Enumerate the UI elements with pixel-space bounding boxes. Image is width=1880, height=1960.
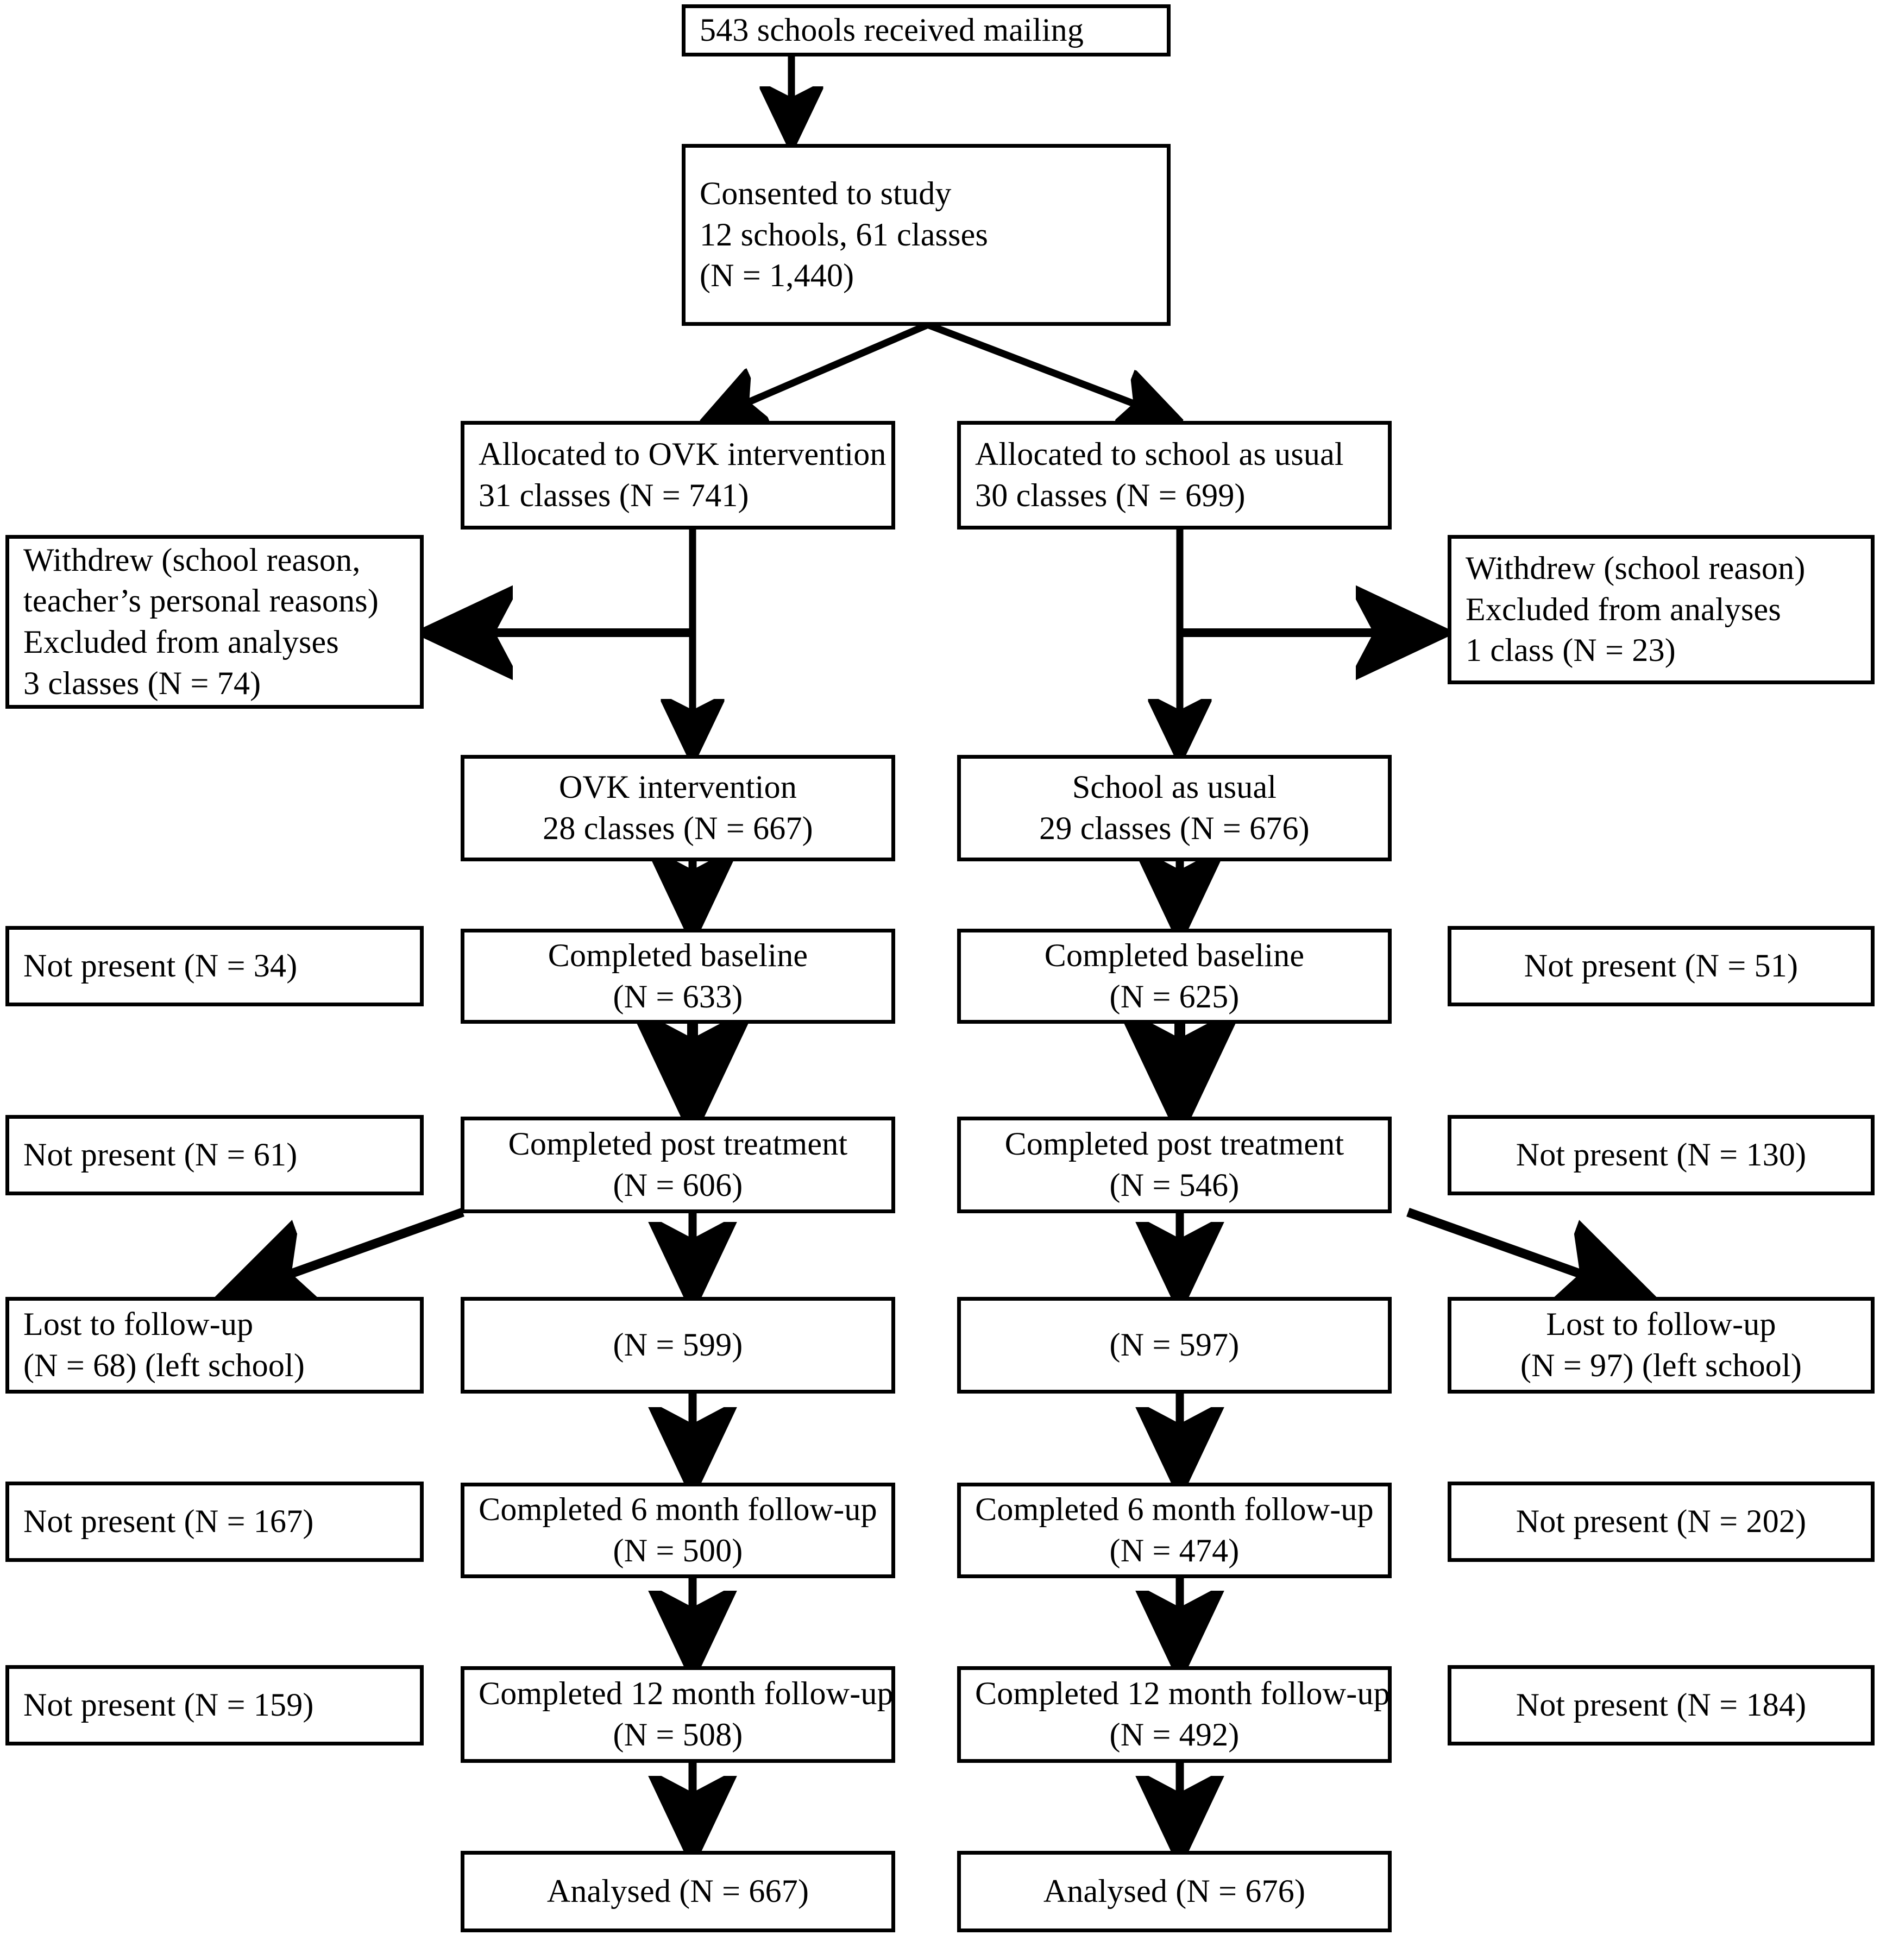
node-not-present-202[interactable]: Not present (N = 202): [1448, 1482, 1875, 1562]
arrow-consented-to-alloc-sau: [926, 321, 1173, 419]
node-fu12-ovk-line-0: Completed 12 month follow-up: [479, 1675, 894, 1712]
node-lost-to-follow-up-sau[interactable]: Lost to follow-up (N = 97) (left school): [1448, 1297, 1875, 1394]
node-mailing-line-0: 543 schools received mailing: [700, 12, 1084, 48]
node-not-present-51[interactable]: Not present (N = 51): [1448, 926, 1875, 1006]
node-analysed-ovk[interactable]: Analysed (N = 667): [461, 1851, 895, 1932]
node-n-597[interactable]: (N = 597): [957, 1297, 1392, 1394]
node-post-ovk-line-1: (N = 606): [613, 1167, 743, 1203]
node-allocated-school-as-usual[interactable]: Allocated to school as usual 30 classes …: [957, 421, 1392, 530]
node-school-as-usual-line-1: 29 classes (N = 676): [1039, 810, 1310, 846]
node-not-present-159[interactable]: Not present (N = 159): [5, 1665, 424, 1745]
node-not-present-51-line-0: Not present (N = 51): [1524, 948, 1799, 984]
node-withdrew-ovk-line-0: Withdrew (school reason,: [23, 541, 361, 578]
node-fu12-ovk-line-1: (N = 508): [613, 1717, 743, 1753]
node-school-as-usual[interactable]: School as usual 29 classes (N = 676): [957, 755, 1392, 861]
node-fu6-sau-line-0: Completed 6 month follow-up: [975, 1491, 1374, 1528]
node-allocated-ovk-line-0: Allocated to OVK intervention: [479, 436, 886, 472]
arrow-post-ovk-to-lost-left: [231, 1207, 464, 1295]
node-not-present-167-line-0: Not present (N = 167): [23, 1503, 314, 1540]
node-withdrew-ovk[interactable]: Withdrew (school reason, teacher’s perso…: [5, 535, 424, 709]
node-baseline-sau-line-1: (N = 625): [1109, 978, 1240, 1014]
node-mailing[interactable]: 543 schools received mailing: [682, 4, 1171, 56]
node-withdrew-sau-line-2: 1 class (N = 23): [1466, 632, 1676, 669]
node-withdrew-ovk-line-2: Excluded from analyses: [23, 624, 339, 660]
node-fu6-ovk-line-0: Completed 6 month follow-up: [479, 1491, 877, 1528]
node-completed-12-month-follow-up-ovk[interactable]: Completed 12 month follow-up (N = 508): [461, 1666, 895, 1763]
node-not-present-61[interactable]: Not present (N = 61): [5, 1115, 424, 1195]
node-allocated-ovk-line-1: 31 classes (N = 741): [479, 477, 749, 513]
node-analysed-ovk-line-0: Analysed (N = 667): [546, 1873, 809, 1909]
node-withdrew-sau-line-1: Excluded from analyses: [1466, 591, 1781, 627]
node-post-sau-line-0: Completed post treatment: [1004, 1126, 1344, 1162]
node-lost-ovk-line-1: (N = 68) (left school): [23, 1347, 305, 1383]
node-completed-post-treatment-sau[interactable]: Completed post treatment (N = 546): [957, 1117, 1392, 1213]
node-consented-line-2: (N = 1,440): [700, 257, 854, 294]
node-fu6-ovk-line-1: (N = 500): [613, 1533, 743, 1568]
node-completed-baseline-ovk[interactable]: Completed baseline (N = 633): [461, 929, 895, 1024]
node-completed-6-month-follow-up-ovk[interactable]: Completed 6 month follow-up (N = 500): [461, 1483, 895, 1578]
node-ovk-intervention-line-0: OVK intervention: [558, 769, 797, 805]
node-not-present-34-line-0: Not present (N = 34): [23, 948, 298, 984]
node-not-present-167[interactable]: Not present (N = 167): [5, 1482, 424, 1562]
node-consented-line-1: 12 schools, 61 classes: [700, 216, 989, 253]
node-analysed-sau-line-0: Analysed (N = 676): [1043, 1873, 1306, 1909]
node-ovk-intervention-line-1: 28 classes (N = 667): [543, 810, 813, 846]
node-consented[interactable]: Consented to study 12 schools, 61 classe…: [682, 144, 1171, 326]
node-lost-to-follow-up-ovk[interactable]: Lost to follow-up (N = 68) (left school): [5, 1297, 424, 1394]
node-allocated-sau-line-1: 30 classes (N = 699): [975, 477, 1246, 513]
node-not-present-202-line-0: Not present (N = 202): [1516, 1503, 1807, 1540]
node-n-597-line-0: (N = 597): [1109, 1327, 1240, 1363]
arrow-consented-to-alloc-ovk: [710, 322, 929, 419]
node-withdrew-ovk-line-3: 3 classes (N = 74): [23, 665, 261, 701]
node-baseline-sau-line-0: Completed baseline: [1044, 937, 1305, 973]
node-completed-12-month-follow-up-sau[interactable]: Completed 12 month follow-up (N = 492): [957, 1666, 1392, 1763]
node-completed-6-month-follow-up-sau[interactable]: Completed 6 month follow-up (N = 474): [957, 1483, 1392, 1578]
node-not-present-184-line-0: Not present (N = 184): [1516, 1687, 1807, 1723]
node-withdrew-sau-line-0: Withdrew (school reason): [1466, 550, 1806, 587]
node-allocated-sau-line-0: Allocated to school as usual: [975, 436, 1344, 472]
arrow-post-sau-to-lost-right: [1406, 1207, 1640, 1295]
node-fu6-sau-line-1: (N = 474): [1109, 1533, 1240, 1568]
node-allocated-ovk[interactable]: Allocated to OVK intervention 31 classes…: [461, 421, 895, 530]
node-ovk-intervention[interactable]: OVK intervention 28 classes (N = 667): [461, 755, 895, 861]
node-lost-ovk-line-0: Lost to follow-up: [23, 1306, 254, 1343]
node-post-ovk-line-0: Completed post treatment: [508, 1126, 848, 1162]
node-withdrew-ovk-line-1: teacher’s personal reasons): [23, 583, 379, 619]
node-consented-line-0: Consented to study: [700, 175, 952, 212]
node-lost-sau-line-0: Lost to follow-up: [1546, 1306, 1776, 1343]
node-not-present-130-line-0: Not present (N = 130): [1516, 1137, 1807, 1173]
node-not-present-34[interactable]: Not present (N = 34): [5, 926, 424, 1006]
node-baseline-ovk-line-0: Completed baseline: [548, 937, 808, 973]
node-fu12-sau-line-1: (N = 492): [1109, 1717, 1240, 1753]
node-not-present-61-line-0: Not present (N = 61): [23, 1137, 298, 1173]
node-post-sau-line-1: (N = 546): [1109, 1167, 1240, 1203]
node-baseline-ovk-line-1: (N = 633): [613, 978, 743, 1014]
node-n-599[interactable]: (N = 599): [461, 1297, 895, 1394]
node-not-present-184[interactable]: Not present (N = 184): [1448, 1665, 1875, 1745]
node-school-as-usual-line-0: School as usual: [1072, 769, 1277, 805]
node-completed-post-treatment-ovk[interactable]: Completed post treatment (N = 606): [461, 1117, 895, 1213]
node-withdrew-sau[interactable]: Withdrew (school reason) Excluded from a…: [1448, 535, 1875, 684]
node-analysed-sau[interactable]: Analysed (N = 676): [957, 1851, 1392, 1932]
node-completed-baseline-sau[interactable]: Completed baseline (N = 625): [957, 929, 1392, 1024]
node-not-present-159-line-0: Not present (N = 159): [23, 1687, 314, 1723]
node-n-599-line-0: (N = 599): [613, 1327, 743, 1363]
node-fu12-sau-line-0: Completed 12 month follow-up: [975, 1675, 1390, 1712]
node-lost-sau-line-1: (N = 97) (left school): [1520, 1347, 1802, 1383]
node-not-present-130[interactable]: Not present (N = 130): [1448, 1115, 1875, 1195]
